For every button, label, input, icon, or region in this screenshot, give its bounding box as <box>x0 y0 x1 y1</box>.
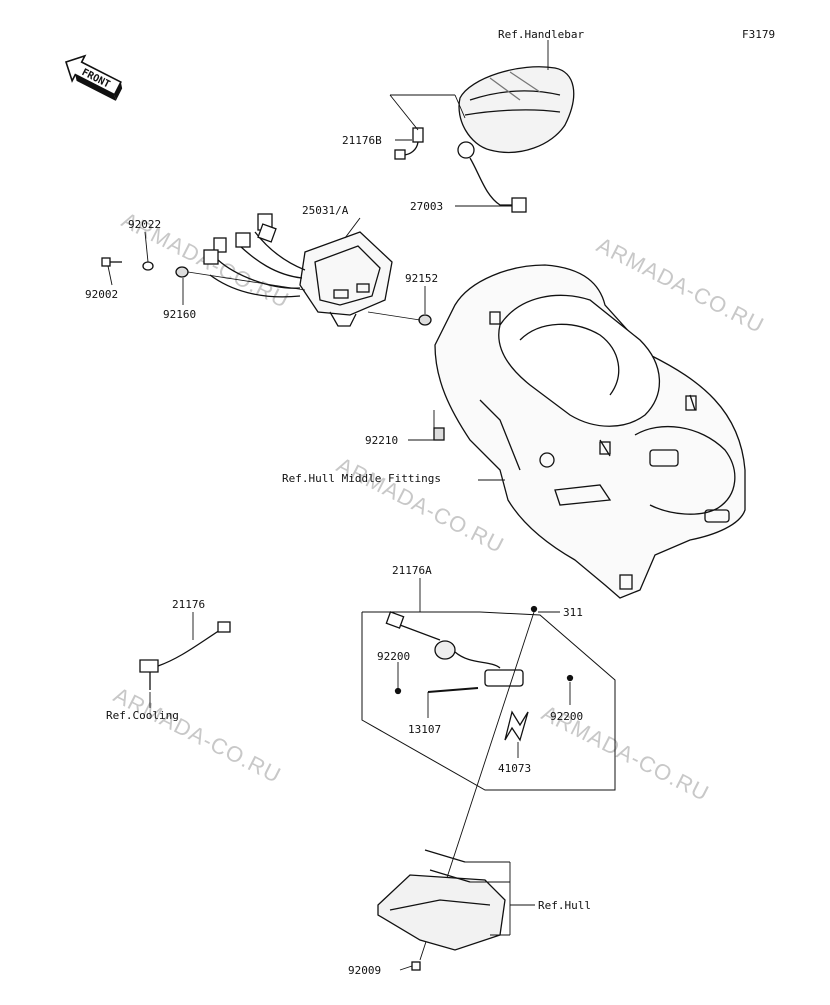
leader-lines <box>107 40 571 971</box>
label-ref-cooling[interactable]: Ref.Cooling <box>106 709 179 722</box>
watermark-3: ARMADA-CO.RU <box>333 452 509 558</box>
label-13107[interactable]: 13107 <box>408 723 441 736</box>
label-92002[interactable]: 92002 <box>85 288 118 301</box>
label-21176a[interactable]: 21176A <box>392 564 432 577</box>
label-92160[interactable]: 92160 <box>163 308 196 321</box>
label-21176[interactable]: 21176 <box>172 598 205 611</box>
label-92200-left[interactable]: 92200 <box>377 650 410 663</box>
label-21176b[interactable]: 21176B <box>342 134 382 147</box>
part-labels: F3179 Ref.Handlebar 21176B 27003 25031/A… <box>85 28 775 977</box>
label-92210[interactable]: 92210 <box>365 434 398 447</box>
label-27003[interactable]: 27003 <box>410 200 443 213</box>
key-switch-drawing <box>139 605 616 971</box>
label-25031a[interactable]: 25031/A <box>302 204 349 217</box>
watermark-4: ARMADA-CO.RU <box>110 682 286 788</box>
label-92022[interactable]: 92022 <box>128 218 161 231</box>
label-ref-hull-middle[interactable]: Ref.Hull Middle Fittings <box>282 472 441 485</box>
hull-cover-drawing <box>433 264 746 599</box>
figure-code: F3179 <box>742 28 775 41</box>
label-ref-hull[interactable]: Ref.Hull <box>538 899 591 912</box>
front-arrow-icon: FRONT <box>64 54 123 101</box>
label-92009[interactable]: 92009 <box>348 964 381 977</box>
label-92152[interactable]: 92152 <box>405 272 438 285</box>
meter-assembly-drawing <box>101 213 432 327</box>
label-41073[interactable]: 41073 <box>498 762 531 775</box>
label-ref-handlebar[interactable]: Ref.Handlebar <box>498 28 584 41</box>
handlebar-cover-drawing <box>394 66 575 213</box>
label-92200-right[interactable]: 92200 <box>550 710 583 723</box>
label-311[interactable]: 311 <box>563 606 583 619</box>
